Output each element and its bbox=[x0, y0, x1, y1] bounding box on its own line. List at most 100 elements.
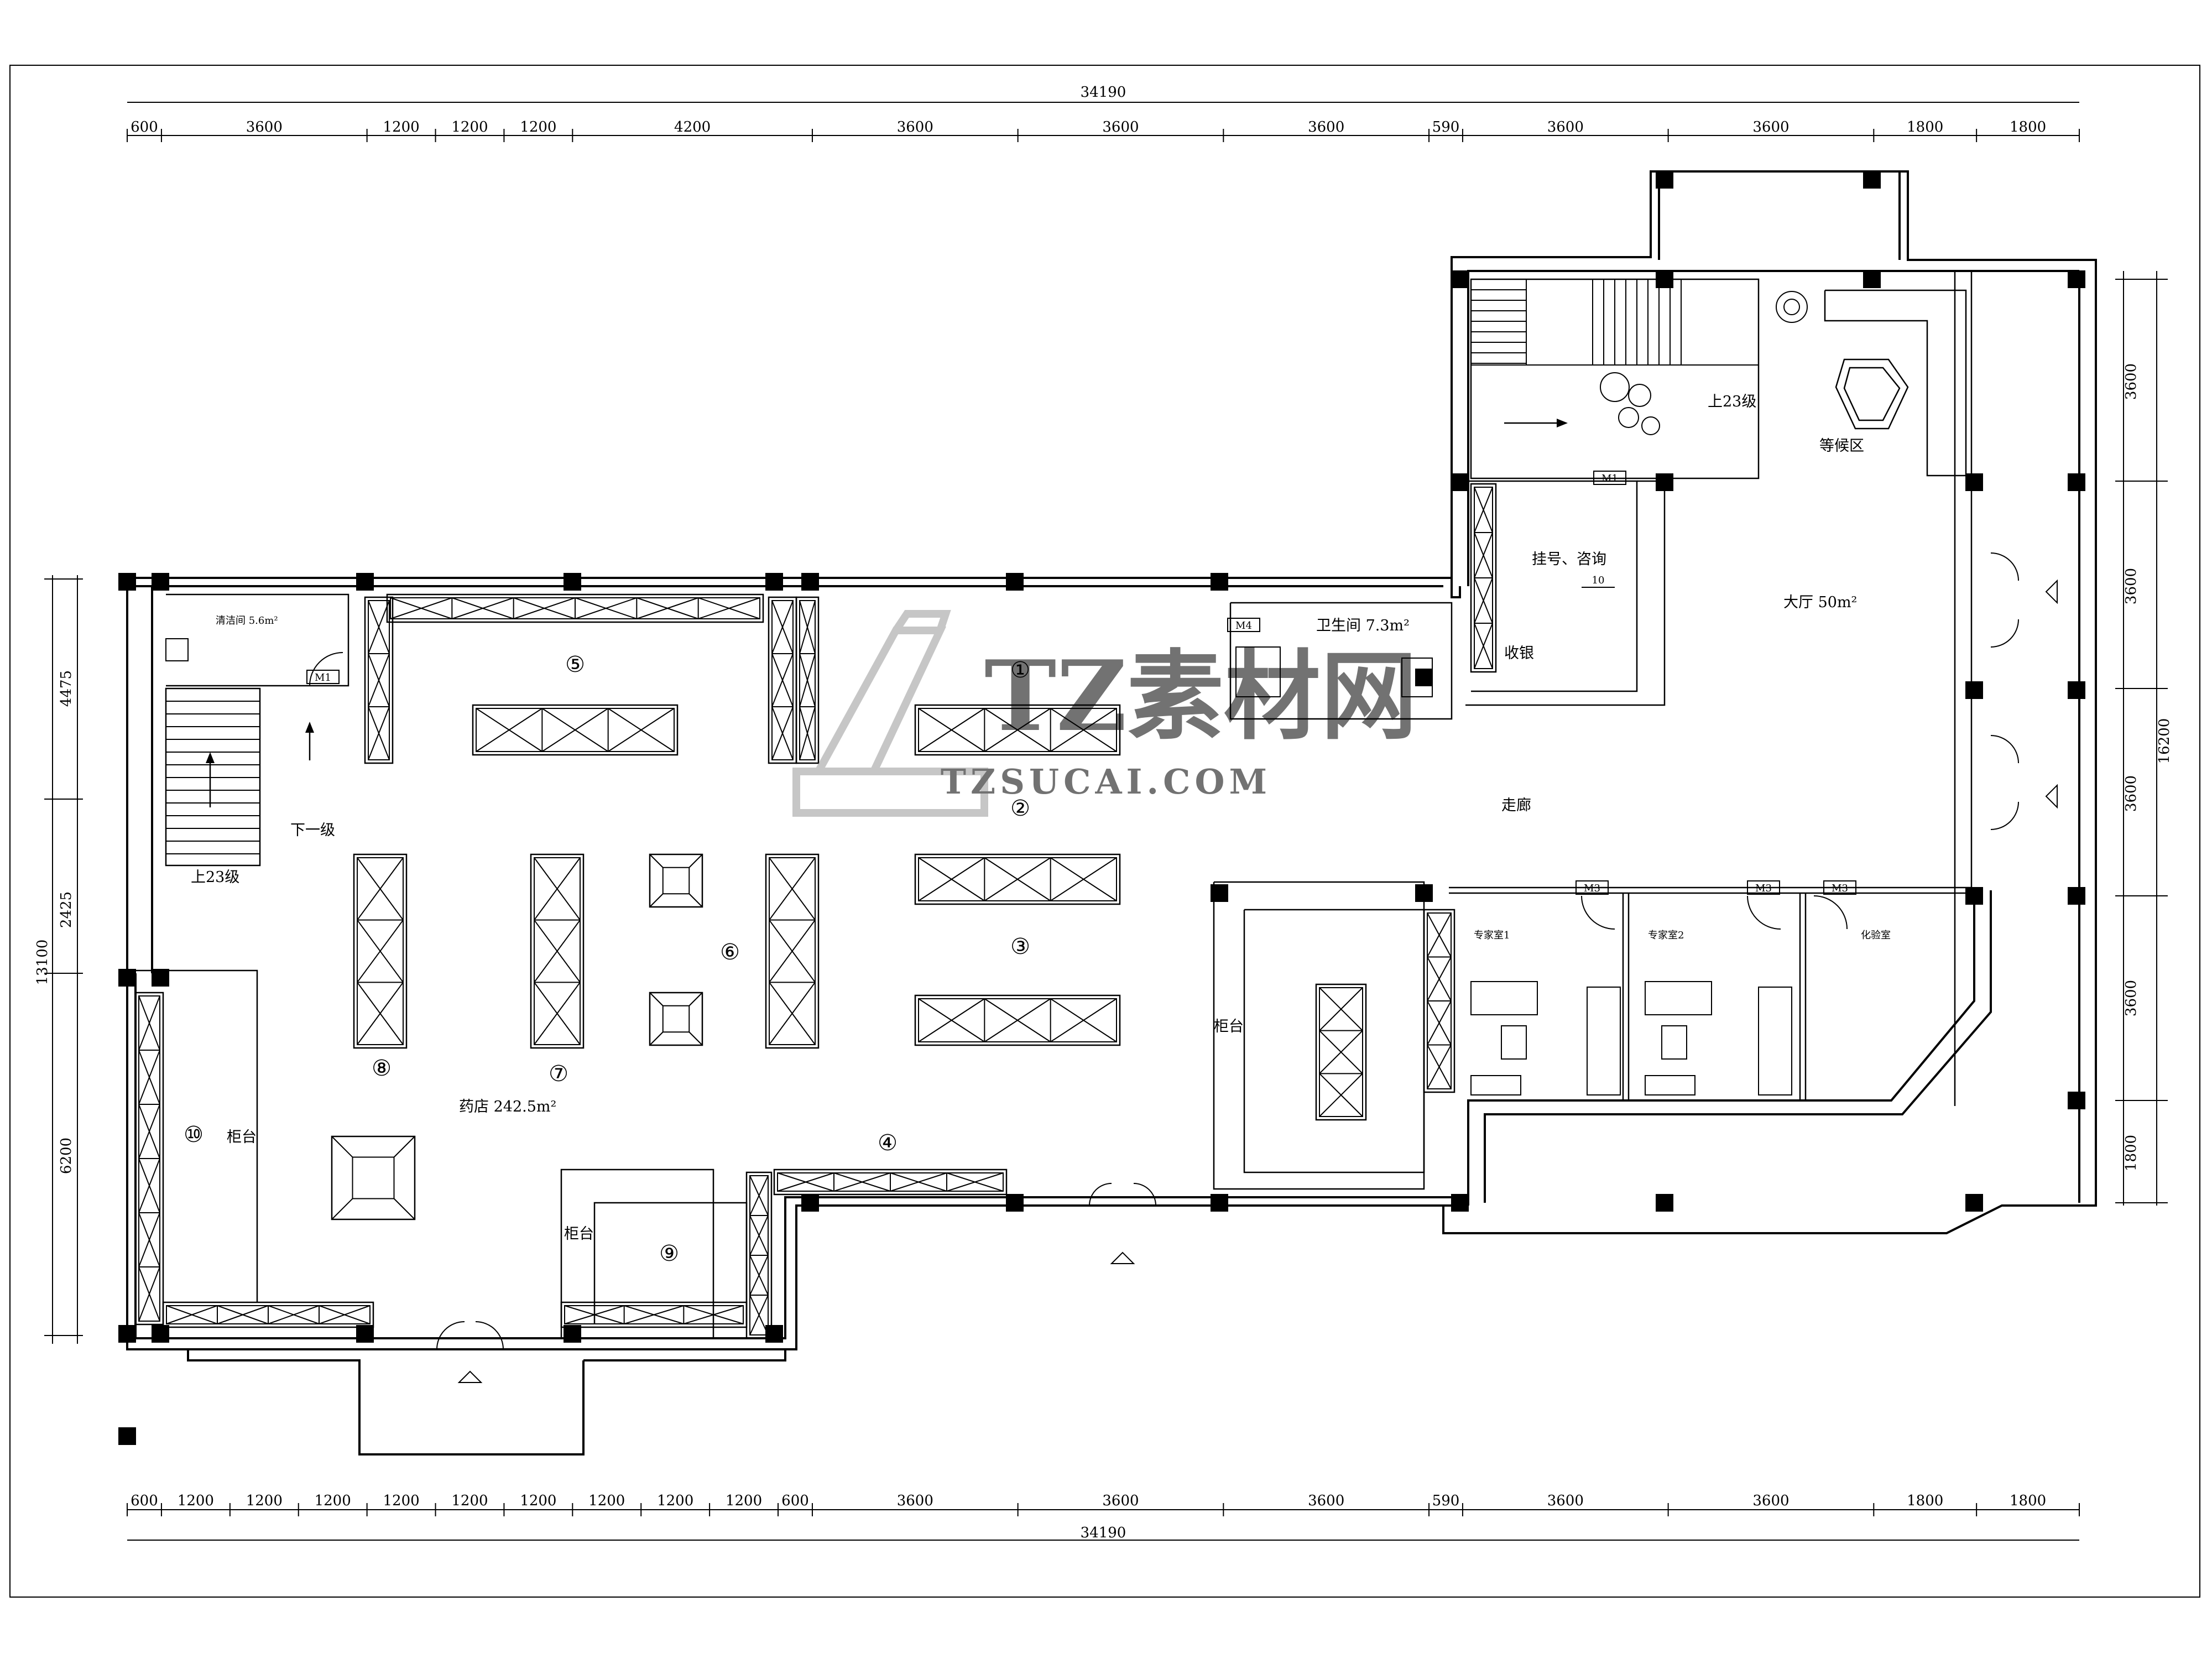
column-30 bbox=[1965, 1194, 1983, 1212]
column-33 bbox=[1211, 1194, 1228, 1212]
bottom-dim-12: 3600 bbox=[1102, 1493, 1139, 1509]
top-dim-7: 3600 bbox=[1102, 119, 1139, 135]
shelf-num-5: ⑤ bbox=[565, 652, 585, 677]
bottom-dim-6: 1200 bbox=[520, 1493, 556, 1509]
display-island-0 bbox=[649, 853, 703, 908]
bottom-dim-8: 1200 bbox=[657, 1493, 693, 1509]
shelf-7 bbox=[530, 853, 585, 1049]
room-registration: 挂号、咨询 bbox=[1532, 551, 1606, 568]
column-15 bbox=[1451, 270, 1469, 288]
top-dim-6: 3600 bbox=[897, 119, 933, 135]
door-m3-2: M3 bbox=[1755, 883, 1772, 894]
top-dim-2: 1200 bbox=[383, 119, 419, 135]
column-34 bbox=[1006, 1194, 1024, 1212]
shelf-num-9: ⑨ bbox=[659, 1241, 679, 1266]
column-17 bbox=[1863, 270, 1881, 288]
top-dim-4: 1200 bbox=[520, 119, 556, 135]
column-5 bbox=[801, 573, 819, 591]
bottom-dim-0: 600 bbox=[131, 1493, 158, 1509]
door-m4: M4 bbox=[1235, 620, 1252, 632]
column-8 bbox=[118, 969, 136, 987]
dim-16200: 16200 bbox=[2156, 718, 2173, 764]
shelf-num-1: ① bbox=[1010, 658, 1030, 683]
bottom-dim-1: 1200 bbox=[178, 1493, 214, 1509]
room-lab: 化验室 bbox=[1861, 930, 1891, 941]
shelf-1 bbox=[914, 704, 1121, 756]
room-expert1: 专家室1 bbox=[1474, 930, 1510, 941]
shelf-10 bbox=[134, 992, 164, 1326]
dim-r2: 3600 bbox=[2123, 568, 2140, 604]
shelf-4 bbox=[773, 1168, 1008, 1196]
column-27 bbox=[2068, 887, 2085, 905]
column-38 bbox=[118, 1427, 136, 1445]
bottom-dim-2: 1200 bbox=[246, 1493, 283, 1509]
room-toilet: 卫生间 7.3m² bbox=[1316, 617, 1410, 634]
label-up-23-right: 上23级 bbox=[1708, 393, 1756, 410]
registration-number: 10 bbox=[1592, 575, 1605, 586]
column-39 bbox=[1415, 669, 1433, 686]
top-dim-0: 600 bbox=[131, 119, 158, 135]
room-labels: 清洁间 5.6m² 卫生间 7.3m² 等候区 挂号、咨询 10 收银 大厅 5… bbox=[191, 393, 1891, 1243]
column-3 bbox=[564, 573, 581, 591]
top-dim-10: 3600 bbox=[1547, 119, 1584, 135]
room-lobby: 大厅 50m² bbox=[1783, 594, 1857, 611]
bottom-dim-4: 1200 bbox=[383, 1493, 419, 1509]
top-dim-11: 3600 bbox=[1752, 119, 1789, 135]
display-island-2 bbox=[331, 1135, 416, 1220]
watermark: TZ素材网 TZSUCAI.COM bbox=[792, 610, 1417, 817]
dim-r1: 3600 bbox=[2123, 363, 2140, 400]
frame bbox=[9, 65, 2200, 1598]
door-m3-3: M3 bbox=[1832, 883, 1848, 894]
dim-6200: 6200 bbox=[58, 1138, 75, 1174]
label-counter-mid: 柜台 bbox=[564, 1225, 594, 1243]
column-12 bbox=[356, 1325, 374, 1343]
shelf-num-10: ⑩ bbox=[184, 1122, 204, 1147]
label-up-23-left: 上23级 bbox=[191, 869, 239, 886]
watermark-logo bbox=[792, 610, 988, 817]
shelf-registration bbox=[1470, 483, 1497, 673]
bottom-dim-15: 3600 bbox=[1547, 1493, 1584, 1509]
shelf-num-6: ⑥ bbox=[720, 940, 740, 965]
bottom-dim-14: 590 bbox=[1432, 1493, 1460, 1509]
shelf-9-side bbox=[745, 1171, 773, 1339]
label-counter-left: 柜台 bbox=[227, 1129, 257, 1146]
bottom-dim-5: 1200 bbox=[451, 1493, 488, 1509]
shelf-3a bbox=[914, 853, 1121, 905]
bottom-total-dimension: 34190 bbox=[1081, 1525, 1126, 1541]
plant-decorations bbox=[1600, 291, 1808, 435]
bottom-dim-17: 1800 bbox=[1907, 1493, 1943, 1509]
column-28 bbox=[1965, 887, 1983, 905]
exterior-walls bbox=[126, 170, 2097, 1455]
label-counter-right: 柜台 bbox=[1214, 1018, 1244, 1035]
shelf-3 bbox=[914, 994, 1121, 1046]
column-1 bbox=[152, 573, 169, 591]
column-18 bbox=[2068, 270, 2085, 288]
room-waiting: 等候区 bbox=[1819, 437, 1864, 455]
column-11 bbox=[152, 1325, 169, 1343]
column-23 bbox=[2068, 473, 2085, 491]
column-29 bbox=[2068, 1092, 2085, 1109]
bottom-dim-3: 1200 bbox=[315, 1493, 351, 1509]
room-corridor: 走廊 bbox=[1501, 797, 1531, 814]
shelf-num-3: ③ bbox=[1010, 934, 1030, 959]
top-dim-5: 4200 bbox=[674, 119, 711, 135]
column-13 bbox=[564, 1325, 581, 1343]
shelf-5 bbox=[472, 704, 679, 756]
top-dim-9: 590 bbox=[1432, 119, 1460, 135]
shelf-right-island bbox=[1315, 983, 1367, 1121]
shelf-right-counter bbox=[1423, 909, 1455, 1093]
shelf-num-7: ⑦ bbox=[549, 1061, 568, 1087]
display-island-1 bbox=[649, 992, 703, 1046]
shelf-8 bbox=[353, 853, 408, 1049]
shelf-5-wall bbox=[386, 593, 764, 623]
column-24 bbox=[1965, 473, 1983, 491]
top-dim-12: 1800 bbox=[1907, 119, 1943, 135]
column-6 bbox=[1006, 573, 1024, 591]
right-dimensions: 3600 3600 3600 3600 1800 16200 bbox=[2115, 271, 2173, 1206]
door-m1-reg: M1 bbox=[1601, 473, 1618, 484]
door-tags: M1 M1 M4 M3 M3 M3 bbox=[306, 471, 1856, 895]
watermark-url: TZSUCAI.COM bbox=[941, 761, 1271, 802]
shelf-wall-mid-b bbox=[795, 596, 820, 764]
